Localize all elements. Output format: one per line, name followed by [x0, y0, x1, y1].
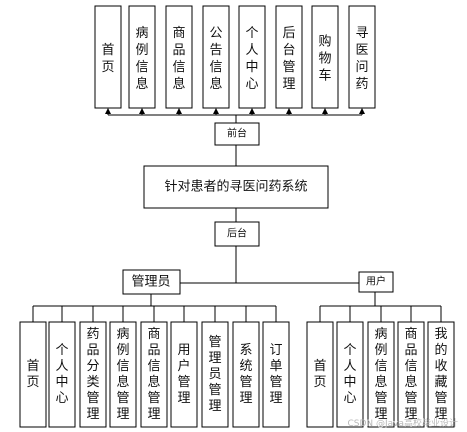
back-node-label: 后台	[227, 227, 247, 240]
front-node-box	[214, 122, 260, 146]
front-module-arrow	[139, 108, 145, 114]
front-module-box	[128, 5, 156, 109]
admin-module-label: 订单管理	[269, 343, 282, 406]
front-module-box	[165, 5, 193, 109]
front-module-box	[348, 5, 376, 109]
admin-module-box	[109, 321, 137, 428]
admin-node-box	[122, 269, 181, 295]
front-module-label: 首页	[101, 43, 114, 75]
user-node-label: 用户	[366, 275, 386, 288]
front-module-arrow	[105, 108, 111, 114]
front-module-box	[311, 5, 339, 109]
front-module-arrow	[322, 108, 328, 114]
admin-module-box	[170, 321, 198, 428]
front-module-label: 购物车	[318, 34, 331, 84]
admin-module-label: 管理员管理	[208, 335, 221, 414]
admin-module-box	[232, 321, 260, 428]
root-node-box	[143, 165, 329, 209]
admin-module-label: 用户管理	[177, 343, 190, 406]
front-module-box	[94, 5, 122, 109]
front-module-arrow	[213, 108, 219, 114]
admin-module-label: 商品信息管理	[147, 327, 160, 422]
front-module-label: 后台管理	[282, 26, 295, 92]
root-node-label: 针对患者的寻医问药系统	[164, 179, 307, 195]
front-module-arrow	[249, 108, 255, 114]
front-module-label: 个人中心	[245, 26, 258, 92]
back-node-box	[214, 221, 260, 247]
front-module-box	[238, 5, 266, 109]
admin-module-box	[79, 321, 107, 428]
admin-module-box	[140, 321, 168, 428]
admin-module-box	[201, 321, 229, 428]
front-module-box	[202, 5, 230, 109]
front-module-box	[275, 5, 303, 109]
user-module-label: 首页	[313, 359, 326, 390]
user-module-box	[306, 321, 334, 428]
front-module-arrow	[286, 108, 292, 114]
admin-module-box	[48, 321, 76, 428]
admin-module-label: 首页	[26, 359, 39, 390]
admin-module-box	[262, 321, 290, 428]
user-module-label: 个人中心	[343, 343, 356, 406]
front-node-label: 前台	[227, 127, 247, 140]
watermark: CSDN @Java高校毕业设计	[347, 417, 458, 429]
admin-module-box	[19, 321, 47, 428]
user-module-label: 我的收藏管理	[434, 327, 447, 422]
admin-module-label: 个人中心	[55, 343, 68, 406]
front-module-label: 寻医问药	[355, 26, 368, 92]
admin-module-label: 药品分类管理	[86, 327, 99, 422]
user-module-box	[397, 321, 425, 428]
user-module-box	[367, 321, 395, 428]
front-module-arrow	[176, 108, 182, 114]
admin-module-label: 病例信息管理	[116, 327, 129, 422]
admin-module-label: 系统管理	[239, 343, 252, 406]
front-module-arrow	[359, 108, 365, 114]
user-module-box	[427, 321, 455, 428]
user-module-label: 病例信息管理	[374, 327, 387, 422]
front-module-label: 商品信息	[172, 26, 185, 92]
front-module-label: 病例信息	[135, 26, 148, 92]
user-module-label: 商品信息管理	[404, 327, 417, 422]
front-module-label: 公告信息	[209, 26, 222, 92]
user-node-box	[358, 271, 394, 293]
user-module-box	[336, 321, 364, 428]
admin-node-label: 管理员	[131, 275, 170, 290]
